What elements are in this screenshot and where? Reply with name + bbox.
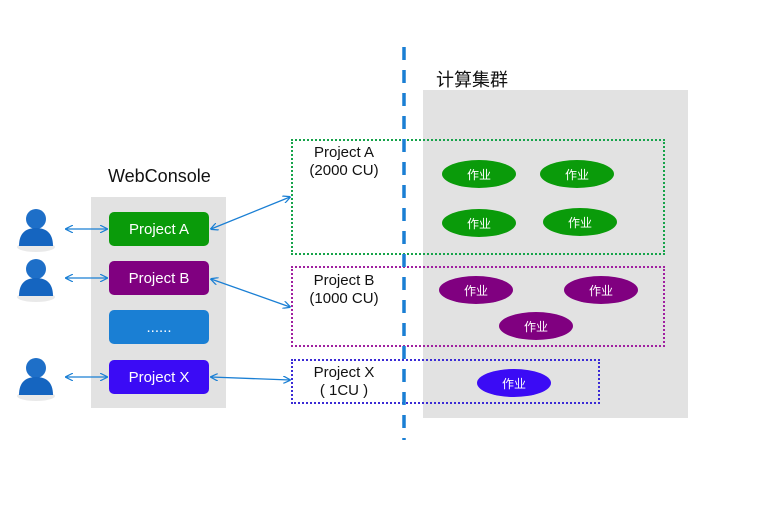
job-b-3[interactable]: 作业	[499, 312, 573, 340]
job-a-3[interactable]: 作业	[442, 209, 516, 237]
zone-x-name: Project X	[313, 364, 375, 381]
job-x-1[interactable]: 作业	[477, 369, 551, 397]
job-a-1[interactable]: 作业	[442, 160, 516, 188]
zone-b-quota: (1000 CU)	[309, 290, 379, 307]
cluster-title: 计算集群	[436, 70, 508, 90]
user-icon	[17, 259, 55, 302]
zone-x-quota: ( 1CU )	[319, 382, 369, 399]
user-icon	[17, 209, 55, 252]
project-a-label: Project A	[128, 220, 190, 238]
project-b-label: Project B	[128, 269, 190, 287]
project-b-button[interactable]: Project B	[109, 261, 209, 295]
job-label: 作业	[501, 376, 526, 391]
project-a-button[interactable]: Project A	[109, 212, 209, 246]
job-label: 作业	[463, 283, 488, 298]
job-label: 作业	[567, 215, 592, 230]
job-a-2[interactable]: 作业	[540, 160, 614, 188]
project-x-label: Project X	[128, 368, 190, 386]
zone-a-quota: (2000 CU)	[309, 162, 379, 179]
more-projects-label: ......	[146, 318, 172, 336]
job-label: 作业	[588, 283, 613, 298]
job-a-4[interactable]: 作业	[543, 208, 617, 236]
zone-project-x	[291, 359, 600, 404]
project-x-button[interactable]: Project X	[109, 360, 209, 394]
zone-b-name: Project B	[313, 272, 375, 289]
user-icon	[17, 358, 55, 401]
job-label: 作业	[564, 167, 589, 182]
job-b-1[interactable]: 作业	[439, 276, 513, 304]
job-b-2[interactable]: 作业	[564, 276, 638, 304]
job-label: 作业	[466, 216, 491, 231]
job-label: 作业	[466, 167, 491, 182]
zone-a-name: Project A	[313, 144, 375, 161]
webconsole-title: WebConsole	[108, 166, 211, 186]
job-label: 作业	[523, 319, 548, 334]
more-projects-button[interactable]: ......	[109, 310, 209, 344]
